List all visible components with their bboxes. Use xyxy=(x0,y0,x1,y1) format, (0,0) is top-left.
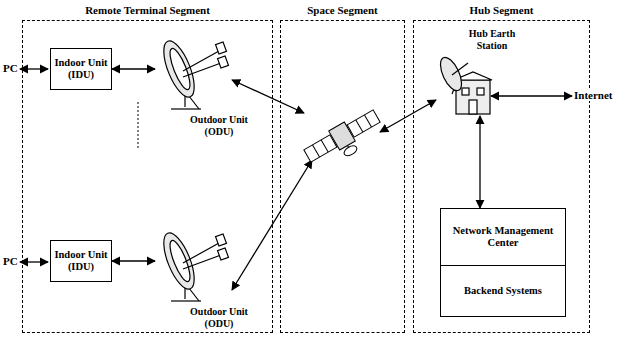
segment-region: Hub SegmentHub Earth StationNetwork Mana… xyxy=(413,20,590,333)
link-arrow xyxy=(479,116,480,208)
segment-region: Space Segment xyxy=(280,20,405,333)
terminal-label: PC xyxy=(2,62,19,74)
node-label: Outdoor Unit (ODU) xyxy=(183,306,255,329)
segment-region: Remote Terminal SegmentIndoor Unit (IDU)… xyxy=(22,20,273,333)
segment-heading: Hub Segment xyxy=(414,4,589,16)
dish-antenna-icon xyxy=(155,29,255,111)
pc-link xyxy=(20,68,48,69)
hub-station: Hub Earth Station xyxy=(438,28,520,116)
link-arrow xyxy=(112,68,155,69)
uplink xyxy=(380,100,436,132)
link-arrow xyxy=(112,260,155,261)
node-label: Outdoor Unit (ODU) xyxy=(183,114,255,137)
internet-link xyxy=(491,95,572,96)
process-box: Indoor Unit (IDU) xyxy=(50,48,112,90)
node-label: Hub Earth Station xyxy=(464,28,520,51)
node-label: Indoor Unit (IDU) xyxy=(54,57,108,81)
node-label: Backend Systems xyxy=(464,285,542,297)
pc-link xyxy=(20,261,48,262)
node-label: Network Management Center xyxy=(444,225,562,249)
ellipsis-line xyxy=(138,102,139,150)
outdoor-unit: Outdoor Unit (ODU) xyxy=(155,221,255,329)
process-box: Network Management Center xyxy=(440,208,566,266)
segment-heading: Remote Terminal Segment xyxy=(23,4,272,16)
uplink xyxy=(232,160,312,290)
terminal-label: PC xyxy=(2,255,19,267)
uplink xyxy=(232,80,304,113)
node-label: Indoor Unit (IDU) xyxy=(54,249,108,273)
process-box: Indoor Unit (IDU) xyxy=(50,240,112,282)
dish-antenna-icon xyxy=(155,221,255,303)
satellite-icon xyxy=(302,106,387,174)
segment-heading: Space Segment xyxy=(281,4,404,16)
outdoor-unit: Outdoor Unit (ODU) xyxy=(155,29,255,137)
terminal-label: Internet xyxy=(573,89,614,101)
process-box: Backend Systems xyxy=(440,265,566,317)
